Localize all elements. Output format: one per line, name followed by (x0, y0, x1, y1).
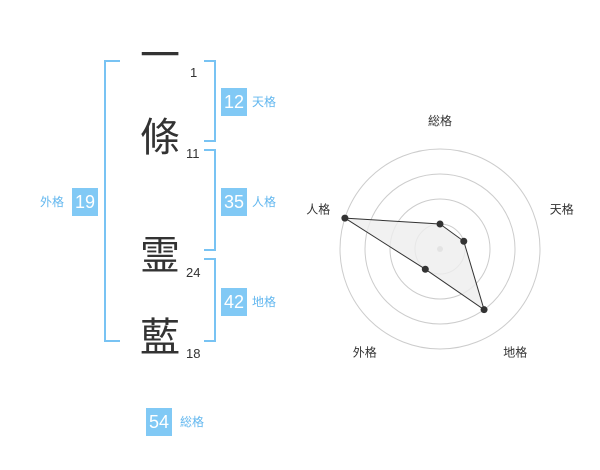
name-char-3: 霊 (140, 233, 180, 279)
stroke-count-4: 18 (186, 346, 201, 361)
soukaku-value-badge: 54 (146, 408, 173, 436)
radar-point-3 (421, 265, 429, 273)
name-char-2: 條 (140, 115, 180, 161)
stroke-count-1: 1 (190, 65, 198, 80)
radar-point-4 (341, 214, 349, 222)
radar-axis-label-0: 総格 (428, 113, 452, 128)
tenkaku-bracket (204, 60, 216, 142)
radar-point-0 (436, 220, 444, 228)
radar-point-1 (460, 237, 468, 245)
gaikaku-bracket (104, 60, 120, 342)
chikaku-value-badge: 42 (221, 288, 248, 316)
chikaku-bracket (204, 258, 216, 342)
tenkaku-value-badge: 12 (221, 88, 248, 116)
soukaku-label: 総格 (180, 415, 205, 429)
radar-value-polygon (344, 217, 485, 311)
radar-axis-label-1: 天格 (550, 201, 574, 216)
name-char-1: 一 (140, 33, 180, 79)
jinkaku-label: 人格 (252, 195, 277, 209)
chikaku-label: 地格 (252, 295, 277, 309)
radar-axis-label-3: 外格 (353, 345, 377, 360)
stroke-count-3: 24 (186, 265, 201, 280)
radar-grid-ring (389, 198, 491, 300)
radar-axis-label-2: 地格 (503, 345, 527, 360)
radar-axis-label-4: 人格 (306, 201, 330, 216)
name-char-4: 藍 (140, 315, 180, 361)
tenkaku-label: 天格 (252, 95, 277, 109)
radar-point-2 (480, 306, 488, 314)
jinkaku-value-badge: 35 (221, 188, 248, 216)
jinkaku-bracket (204, 149, 216, 251)
radar-grid-ring (339, 148, 541, 350)
radar-grid-ring (364, 173, 516, 325)
stroke-count-2: 11 (186, 146, 200, 161)
gaikaku-value-badge: 19 (72, 188, 99, 216)
gaikaku-label: 外格 (40, 195, 65, 209)
